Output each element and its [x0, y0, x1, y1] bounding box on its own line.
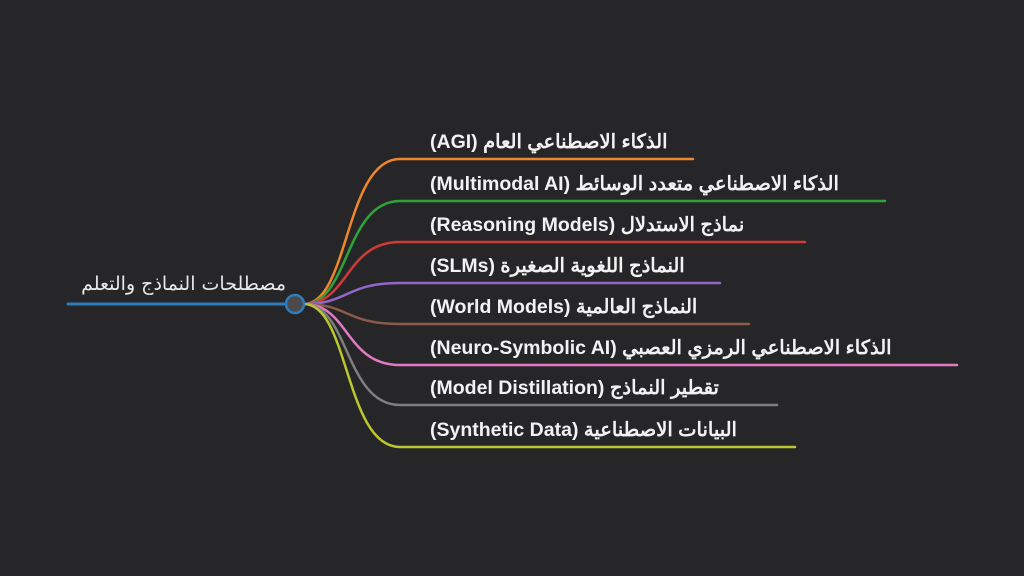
node-multimodal-ai[interactable]: الذكاء الاصطناعي متعدد الوسائط (Multimod… [400, 171, 885, 197]
branch-line [302, 302, 751, 326]
branch-line [302, 199, 887, 306]
node-label-text: تقطير النماذج (Model Distillation) [430, 377, 719, 399]
root-node-circle[interactable] [284, 293, 306, 315]
node-reasoning-models[interactable]: نماذج الاستدلال (Reasoning Models) [400, 212, 805, 238]
branch-line [302, 281, 722, 306]
branch-line [302, 240, 807, 306]
branch-line [302, 302, 797, 449]
node-label-text: البيانات الاصطناعية (Synthetic Data) [430, 419, 737, 441]
node-model-distillation[interactable]: تقطير النماذج (Model Distillation) [400, 375, 777, 401]
node-label-text: الذكاء الاصطناعي العام (AGI) [430, 131, 668, 153]
node-label-text: النماذج العالمية (World Models) [430, 296, 698, 318]
node-neuro-symbolic-ai[interactable]: الذكاء الاصطناعي الرمزي العصبي (Neuro-Sy… [400, 335, 957, 361]
branch-line [302, 302, 779, 407]
node-label-text: الذكاء الاصطناعي الرمزي العصبي (Neuro-Sy… [430, 337, 892, 359]
branch-line [302, 157, 695, 306]
node-label-text: الذكاء الاصطناعي متعدد الوسائط (Multimod… [430, 173, 839, 195]
root-topic-label[interactable]: مصطلحات النماذج والتعلم [81, 273, 286, 295]
node-label-text: نماذج الاستدلال (Reasoning Models) [430, 214, 745, 236]
branch-line [302, 302, 959, 367]
branch-lines [302, 157, 959, 449]
node-agi[interactable]: الذكاء الاصطناعي العام (AGI) [400, 129, 693, 155]
node-world-models[interactable]: النماذج العالمية (World Models) [400, 294, 749, 320]
node-label-text: النماذج اللغوية الصغيرة (SLMs) [430, 255, 685, 277]
node-slms[interactable]: النماذج اللغوية الصغيرة (SLMs) [400, 253, 720, 279]
node-synthetic-data[interactable]: البيانات الاصطناعية (Synthetic Data) [400, 417, 795, 443]
